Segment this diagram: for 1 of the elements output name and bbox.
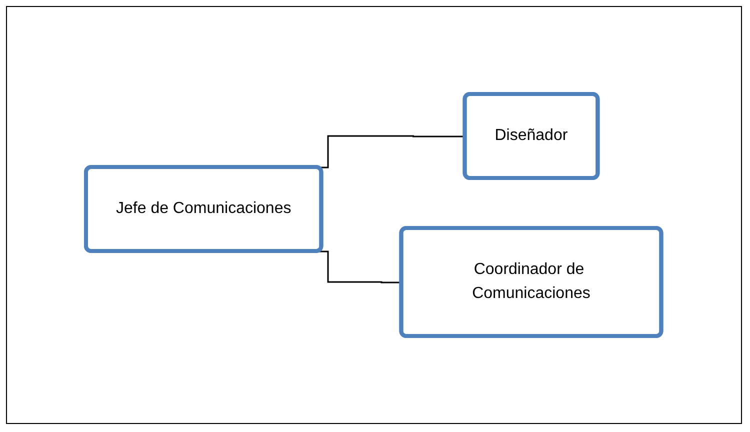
diagram-frame: Jefe de Comunicaciones Diseñador Coordinador de Comunicaciones xyxy=(6,6,742,424)
